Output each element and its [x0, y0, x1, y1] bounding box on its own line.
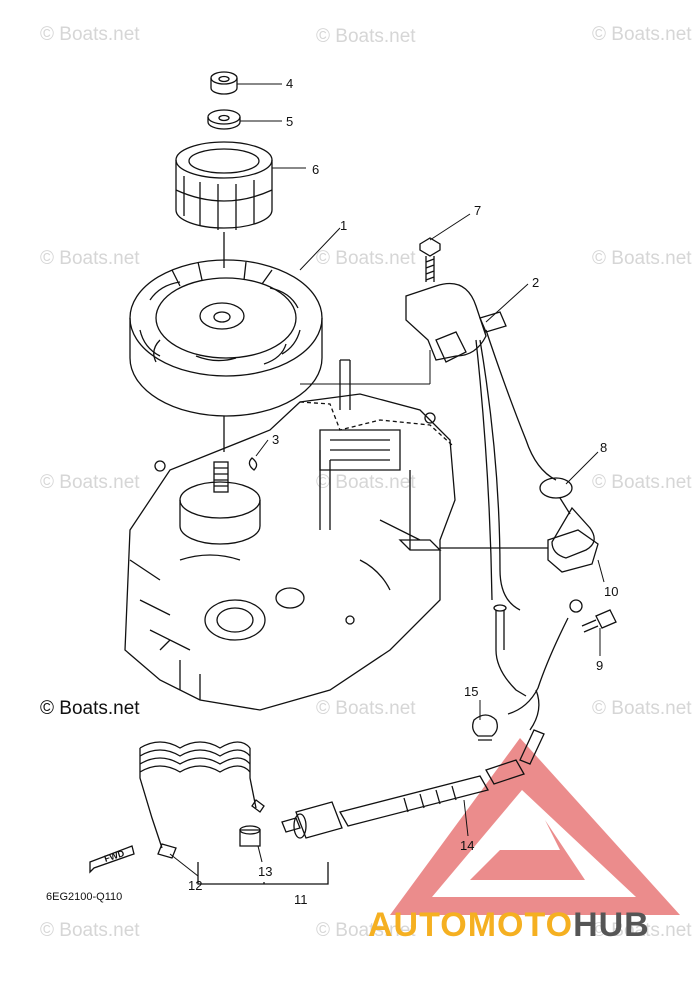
watermark: © Boats.net	[592, 472, 692, 493]
watermark: © Boats.net	[40, 472, 140, 493]
brand-logo-icon	[390, 738, 680, 915]
clip-part-15	[472, 714, 498, 741]
lanyard-part-12	[139, 741, 265, 859]
watermark: © Boats.net	[592, 248, 692, 269]
leader-lines	[169, 83, 605, 877]
watermark: © Boats.net	[40, 248, 140, 269]
drawing-code: 6EG2100-Q110	[46, 891, 123, 903]
watermark: © Boats.net	[316, 920, 416, 941]
watermark: © Boats.net	[592, 24, 692, 45]
screw-part-9	[569, 599, 617, 633]
callout-9: 9	[596, 658, 604, 673]
stop-switch-part-14	[339, 689, 545, 827]
callout-5: 5	[286, 114, 294, 129]
engine-block	[124, 359, 456, 711]
watermark: © Boats.net	[592, 920, 692, 941]
callout-14: 14	[460, 838, 475, 853]
callout-4: 4	[286, 76, 294, 91]
copyright-label: © Boats.net	[40, 698, 140, 719]
watermark: © Boats.net	[592, 698, 692, 719]
brand-part1: AUTOMOTO	[368, 906, 574, 944]
watermark: © Boats.net	[316, 698, 416, 719]
bolt-part-7	[419, 237, 441, 282]
nut-part-4	[210, 71, 238, 95]
ignition-coil-part-2	[405, 282, 557, 611]
ground-lead	[507, 617, 569, 715]
brand-wordmark: AUTOMOTOHUB	[368, 906, 650, 945]
callout-6: 6	[312, 162, 320, 177]
washer-part-5	[207, 109, 241, 130]
callout-7: 7	[474, 203, 482, 218]
bracket-11	[197, 862, 329, 885]
callout-11: 11	[294, 892, 308, 907]
watermark: © Boats.net	[316, 248, 416, 269]
callout-8: 8	[600, 440, 608, 455]
starter-pulley-part-6	[175, 141, 273, 230]
callout-3: 3	[272, 432, 280, 447]
watermark: © Boats.net	[40, 920, 140, 941]
fwd-arrow-icon	[89, 845, 135, 874]
callout-1: 1	[340, 218, 348, 233]
watermark: © Boats.net	[40, 24, 140, 45]
brand-part2: HUB	[573, 906, 650, 944]
flywheel-part-1	[129, 259, 323, 417]
plug-boot-part-8	[539, 477, 595, 559]
cap-part-10	[547, 529, 599, 573]
callout-15: 15	[464, 684, 479, 699]
callout-10: 10	[604, 584, 619, 599]
key-part-3	[248, 457, 258, 471]
watermark: © Boats.net	[316, 26, 416, 47]
wire-end	[493, 604, 507, 612]
callout-13: 13	[258, 864, 273, 879]
callout-12: 12	[188, 878, 203, 893]
switch-body-part-13	[239, 801, 343, 847]
wire-lead	[495, 610, 527, 697]
callout-2: 2	[532, 275, 540, 290]
watermark: © Boats.net	[316, 472, 416, 493]
